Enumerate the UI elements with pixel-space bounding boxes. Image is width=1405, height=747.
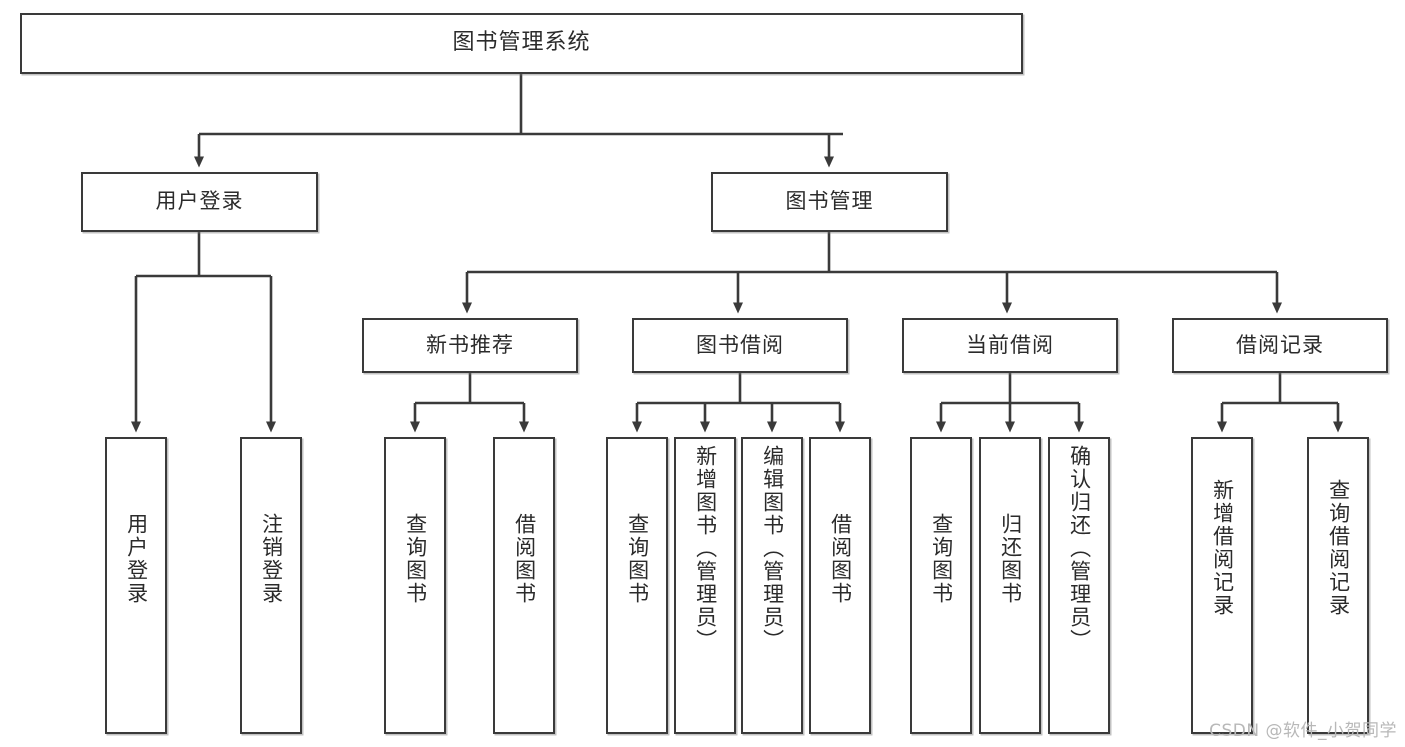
leaf-add-book[interactable]: 新增图书（管理员） [674, 437, 736, 734]
node-user-login-label: 用户登录 [155, 189, 244, 214]
leaf-user-login[interactable]: 用户登录 [105, 437, 167, 734]
leaf-add-book-label: 新增图书（管理员） [693, 445, 718, 652]
node-root-book-management-system[interactable]: 图书管理系统 [20, 13, 1023, 74]
node-book-management-label: 图书管理 [785, 189, 874, 214]
leaf-query-book-new-book[interactable]: 查询图书 [384, 437, 446, 734]
leaf-query-book-current[interactable]: 查询图书 [910, 437, 972, 734]
leaf-logout[interactable]: 注销登录 [240, 437, 302, 734]
leaf-borrow-book-new-book-label: 借阅图书 [512, 513, 537, 605]
leaf-query-book-borrow[interactable]: 查询图书 [606, 437, 668, 734]
leaf-borrow-book-new-book[interactable]: 借阅图书 [493, 437, 555, 734]
leaf-logout-label: 注销登录 [259, 513, 284, 605]
leaf-query-borrow-record[interactable]: 查询借阅记录 [1307, 437, 1369, 734]
leaf-confirm-return[interactable]: 确认归还（管理员） [1048, 437, 1110, 734]
leaf-borrow-book-borrow-label: 借阅图书 [828, 513, 853, 605]
leaf-add-borrow-record[interactable]: 新增借阅记录 [1191, 437, 1253, 734]
node-borrow-record[interactable]: 借阅记录 [1172, 318, 1388, 373]
node-book-borrow-label: 图书借阅 [696, 332, 784, 357]
node-borrow-record-label: 借阅记录 [1236, 332, 1324, 357]
node-current-borrow-label: 当前借阅 [966, 332, 1054, 357]
leaf-return-book-label: 归还图书 [998, 513, 1023, 605]
node-book-borrow[interactable]: 图书借阅 [632, 318, 848, 373]
node-current-borrow[interactable]: 当前借阅 [902, 318, 1118, 373]
leaf-edit-book-label: 编辑图书（管理员） [760, 445, 785, 652]
node-new-book-recommend-label: 新书推荐 [426, 332, 514, 357]
node-new-book-recommend[interactable]: 新书推荐 [362, 318, 578, 373]
leaf-add-borrow-record-label: 新增借阅记录 [1210, 479, 1235, 617]
leaf-query-book-new-book-label: 查询图书 [403, 513, 428, 605]
leaf-borrow-book-borrow[interactable]: 借阅图书 [809, 437, 871, 734]
leaf-query-borrow-record-label: 查询借阅记录 [1326, 479, 1351, 617]
node-root-label: 图书管理系统 [452, 30, 591, 56]
leaf-user-login-label: 用户登录 [124, 513, 149, 605]
node-user-login[interactable]: 用户登录 [81, 172, 318, 232]
leaf-return-book[interactable]: 归还图书 [979, 437, 1041, 734]
leaf-query-book-borrow-label: 查询图书 [625, 513, 650, 605]
leaf-edit-book[interactable]: 编辑图书（管理员） [741, 437, 803, 734]
csdn-watermark: CSDN @软件_小贺同学 [1209, 721, 1397, 741]
node-book-management[interactable]: 图书管理 [711, 172, 948, 232]
leaf-query-book-current-label: 查询图书 [929, 513, 954, 605]
leaf-confirm-return-label: 确认归还（管理员） [1067, 445, 1092, 652]
